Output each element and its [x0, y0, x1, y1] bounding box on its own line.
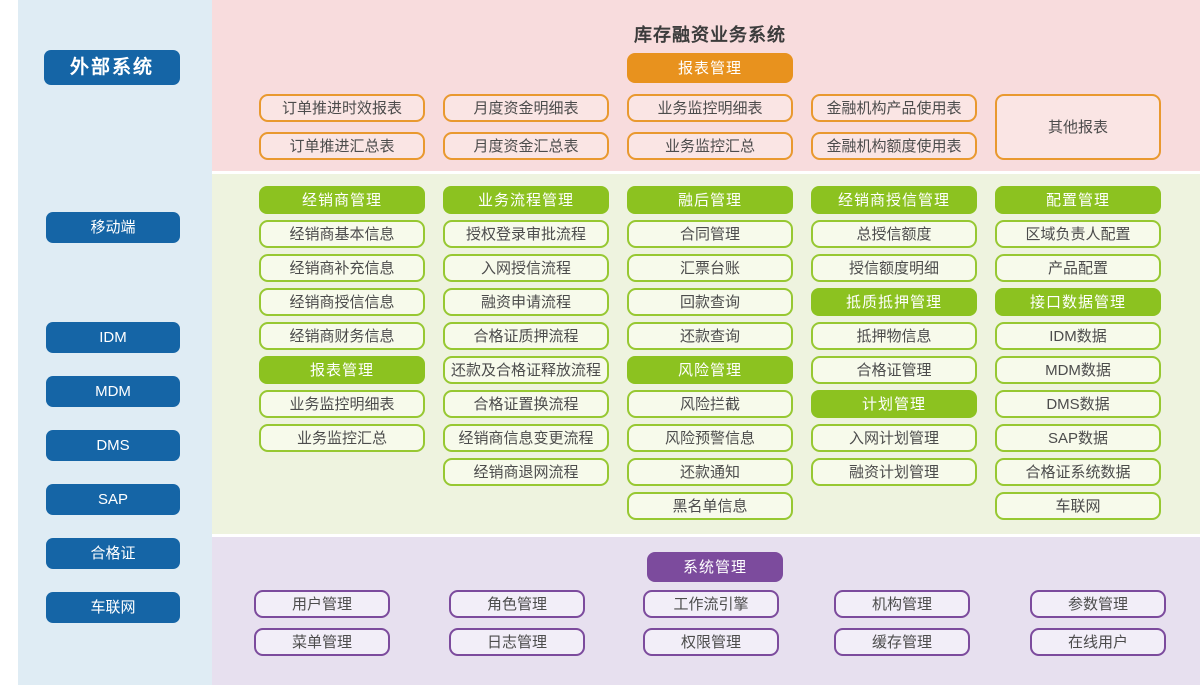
system-box: 参数管理 [1030, 590, 1166, 618]
report-box: 月度资金汇总表 [443, 132, 609, 160]
sidebar-item: 合格证 [46, 538, 180, 569]
module-box: 经销商基本信息 [259, 220, 425, 248]
module-box: 还款及合格证释放流程 [443, 356, 609, 384]
module-box: SAP数据 [995, 424, 1161, 452]
module-box: 还款查询 [627, 322, 793, 350]
module-box: 入网计划管理 [811, 424, 977, 452]
system-management-header: 系统管理 [647, 552, 783, 582]
system-box: 角色管理 [449, 590, 585, 618]
module-group-header: 计划管理 [811, 390, 977, 418]
sidebar-item: MDM [46, 376, 180, 407]
module-box: 经销商补充信息 [259, 254, 425, 282]
module-box: 入网授信流程 [443, 254, 609, 282]
report-box: 业务监控明细表 [627, 94, 793, 122]
module-box: 业务监控明细表 [259, 390, 425, 418]
module-box: 融资计划管理 [811, 458, 977, 486]
module-box: MDM数据 [995, 356, 1161, 384]
module-box: 黑名单信息 [627, 492, 793, 520]
module-group-header: 融后管理 [627, 186, 793, 214]
module-box: 授信额度明细 [811, 254, 977, 282]
module-box: 经销商财务信息 [259, 322, 425, 350]
module-box: 经销商信息变更流程 [443, 424, 609, 452]
report-box: 订单推进时效报表 [259, 94, 425, 122]
module-box: 经销商授信信息 [259, 288, 425, 316]
system-box: 机构管理 [834, 590, 970, 618]
system-box: 菜单管理 [254, 628, 390, 656]
module-box: 还款通知 [627, 458, 793, 486]
module-box: 汇票台账 [627, 254, 793, 282]
module-group-header: 经销商授信管理 [811, 186, 977, 214]
module-box: 风险拦截 [627, 390, 793, 418]
module-box: 区域负责人配置 [995, 220, 1161, 248]
report-box: 金融机构产品使用表 [811, 94, 977, 122]
module-box: DMS数据 [995, 390, 1161, 418]
sidebar-item: SAP [46, 484, 180, 515]
report-box: 业务监控汇总 [627, 132, 793, 160]
module-box: 经销商退网流程 [443, 458, 609, 486]
sidebar-item: DMS [46, 430, 180, 461]
report-management-header: 报表管理 [627, 53, 793, 83]
module-group-header: 业务流程管理 [443, 186, 609, 214]
system-box: 用户管理 [254, 590, 390, 618]
report-box-other: 其他报表 [995, 94, 1161, 160]
page-title: 库存融资业务系统 [634, 25, 786, 45]
sidebar-item: 移动端 [46, 212, 180, 243]
report-box: 月度资金明细表 [443, 94, 609, 122]
module-box: 业务监控汇总 [259, 424, 425, 452]
module-box: 合格证管理 [811, 356, 977, 384]
module-box: 总授信额度 [811, 220, 977, 248]
module-group-header: 配置管理 [995, 186, 1161, 214]
system-box: 在线用户 [1030, 628, 1166, 656]
system-box: 工作流引擎 [643, 590, 779, 618]
module-box: 合格证置换流程 [443, 390, 609, 418]
module-box: 合格证质押流程 [443, 322, 609, 350]
external-systems-header: 外部系统 [44, 50, 180, 85]
module-box: 回款查询 [627, 288, 793, 316]
module-group-header: 经销商管理 [259, 186, 425, 214]
report-box: 金融机构额度使用表 [811, 132, 977, 160]
system-box: 日志管理 [449, 628, 585, 656]
module-box: 授权登录审批流程 [443, 220, 609, 248]
module-box: 抵押物信息 [811, 322, 977, 350]
module-box: 合格证系统数据 [995, 458, 1161, 486]
sidebar-item: 车联网 [46, 592, 180, 623]
module-box: 合同管理 [627, 220, 793, 248]
system-box: 权限管理 [643, 628, 779, 656]
module-group-header: 风险管理 [627, 356, 793, 384]
module-group-header: 抵质抵押管理 [811, 288, 977, 316]
module-group-header: 报表管理 [259, 356, 425, 384]
module-box: 融资申请流程 [443, 288, 609, 316]
module-box: 风险预警信息 [627, 424, 793, 452]
module-group-header: 接口数据管理 [995, 288, 1161, 316]
sidebar-item: IDM [46, 322, 180, 353]
module-box: 车联网 [995, 492, 1161, 520]
system-box: 缓存管理 [834, 628, 970, 656]
report-box: 订单推进汇总表 [259, 132, 425, 160]
module-box: IDM数据 [995, 322, 1161, 350]
module-box: 产品配置 [995, 254, 1161, 282]
